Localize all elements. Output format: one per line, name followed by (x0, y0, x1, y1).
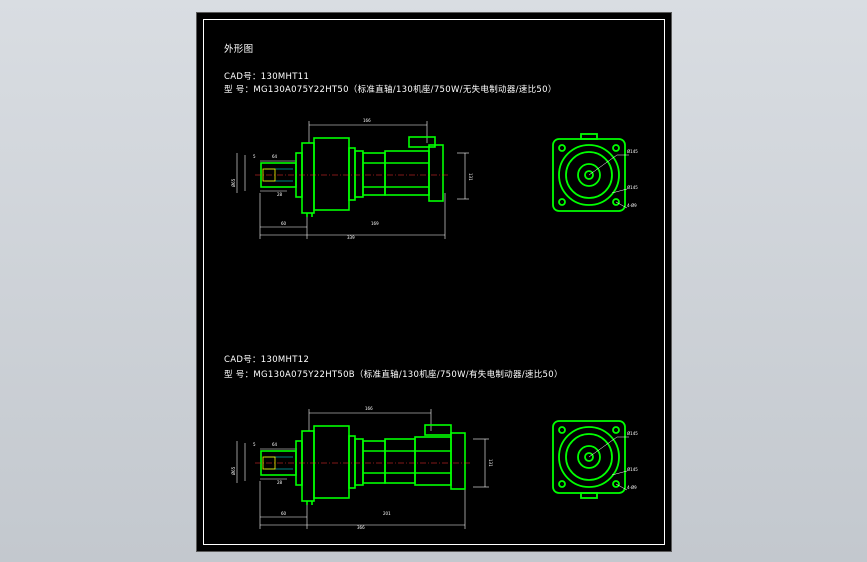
dim-inner-2: 28 (277, 480, 283, 485)
end-pcd-2: Ø145 (627, 467, 638, 472)
side-view-1: 166 64 5 28 60 169 339 131 Ø65 (231, 118, 473, 240)
drawing-title: 外形图 (224, 44, 254, 55)
dim-key-2: 5 (253, 442, 256, 447)
drawing-frame (203, 19, 665, 545)
side-view-2: 166 64 5 28 60 201 366 131 Ø65 (231, 406, 493, 530)
dim-right-h-1: 131 (468, 173, 473, 181)
dim-left-h-2: Ø65 (231, 466, 236, 475)
end-view-2: Ø145 Ø145 4-Ø9 (552, 420, 638, 499)
dim-body-len-2: 201 (383, 511, 391, 516)
svg-text:Ø145: Ø145 (627, 149, 638, 154)
cad-label-2: CAD号：130MHT12 (224, 355, 310, 365)
end-pcd-1: Ø145 (627, 185, 638, 190)
dim-flange-off-2: 60 (281, 511, 287, 516)
dim-right-h-2: 131 (488, 459, 493, 467)
end-view-1: Ø145 Ø145 4-Ø9 (552, 133, 638, 212)
model-label-2: 型 号：MG130A075Y22HT50B（标准直轴/130机座/750W/有失… (224, 370, 563, 380)
dim-top-len-2: 166 (365, 406, 373, 411)
dim-shaft-1: 64 (272, 154, 278, 159)
dim-body-len-1: 169 (371, 221, 379, 226)
end-bolt-2: 4-Ø9 (627, 485, 637, 490)
dim-left-h-1: Ø65 (231, 178, 236, 187)
drawing-sheet: 外形图 CAD号：130MHT11 型 号：MG130A075Y22HT50（标… (196, 12, 672, 552)
dim-flange-off-1: 60 (281, 221, 287, 226)
dim-inner-1: 28 (277, 192, 283, 197)
cad-label-1: CAD号：130MHT11 (224, 72, 310, 82)
svg-text:Ø145: Ø145 (627, 431, 638, 436)
dim-total-len-1: 339 (347, 235, 355, 240)
dim-top-len-1: 166 (363, 118, 371, 123)
dim-key-1: 5 (253, 154, 256, 159)
model-label-1: 型 号：MG130A075Y22HT50（标准直轴/130机座/750W/无失电… (224, 85, 557, 95)
dim-shaft-2: 64 (272, 442, 278, 447)
dim-total-len-2: 366 (357, 525, 365, 530)
end-bolt-1: 4-Ø9 (627, 203, 637, 208)
